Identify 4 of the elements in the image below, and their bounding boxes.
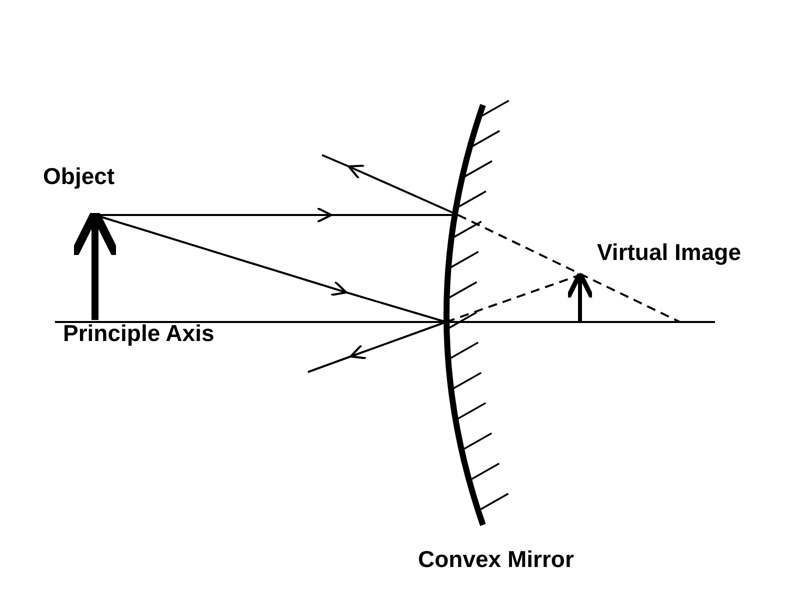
- mirror-label: Convex Mirror: [418, 547, 574, 572]
- image-label: Virtual Image: [597, 240, 742, 266]
- object-label: Object: [43, 164, 115, 190]
- axis-label: Principle Axis: [63, 321, 214, 346]
